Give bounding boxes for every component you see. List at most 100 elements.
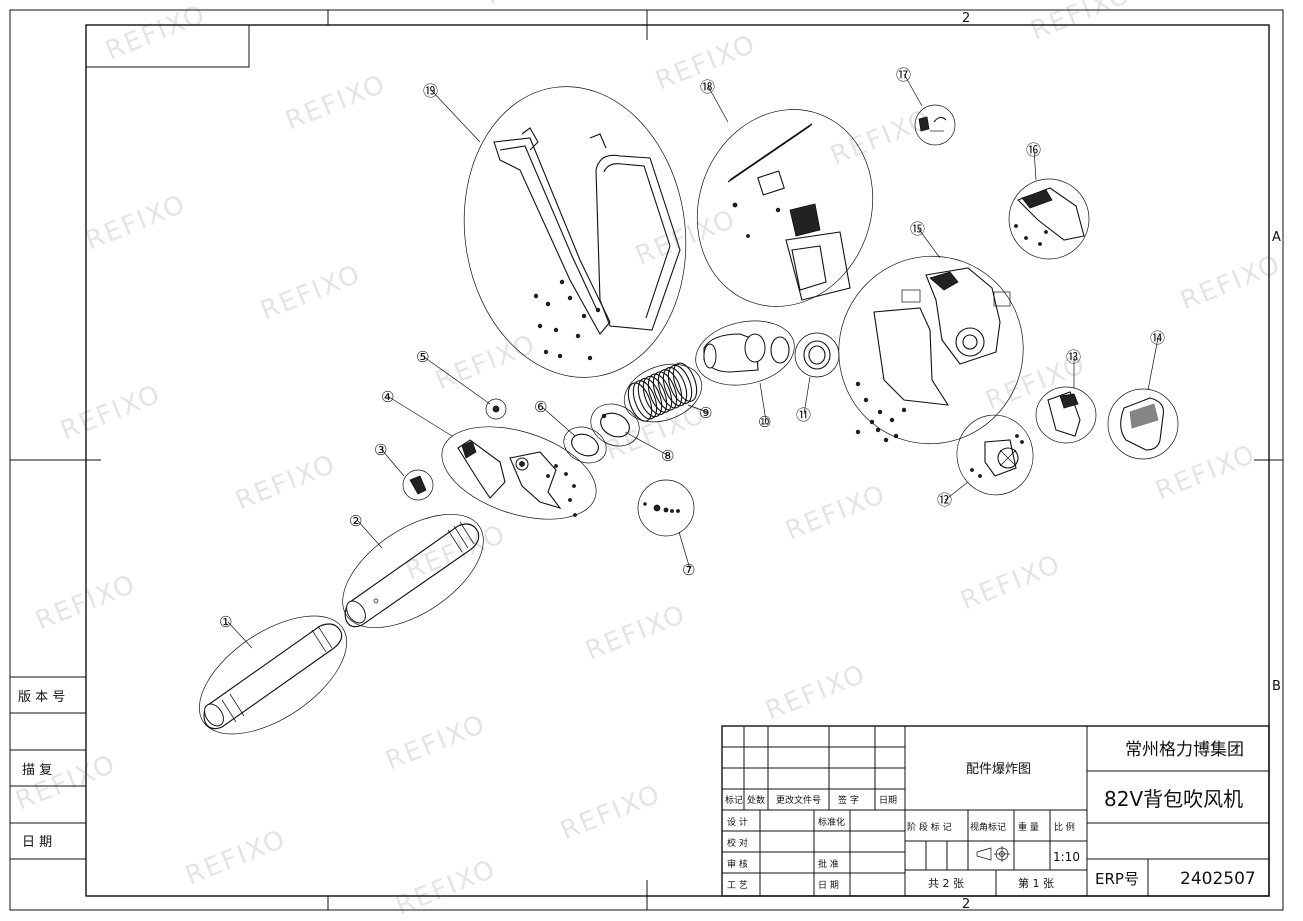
watermark-text: REFIXO xyxy=(281,69,390,136)
drawing-title: 配件爆炸图 xyxy=(966,762,1031,777)
rev-header-count: 处数 xyxy=(747,794,765,806)
screw-dot xyxy=(543,349,549,355)
part-16-cover xyxy=(1008,178,1090,260)
callout-6: ⑥ xyxy=(534,398,547,416)
watermark-text: REFIXO xyxy=(781,479,890,546)
part-1-nozzle xyxy=(198,615,348,735)
screw-dot xyxy=(595,307,601,313)
watermark-text: REFIXO xyxy=(431,329,540,396)
callout-9: ⑨ xyxy=(699,404,712,422)
screw-dot xyxy=(581,313,587,319)
outer-border xyxy=(9,9,1284,911)
bellows-ring xyxy=(667,364,693,405)
sign-date: 日 期 xyxy=(818,880,839,891)
watermark-text: REFIXO xyxy=(956,549,1065,616)
screw-dot xyxy=(877,409,883,415)
part-5-knob xyxy=(485,398,507,420)
zone-label-b: B xyxy=(1272,679,1281,694)
sheets-total: 共 2 张 xyxy=(928,877,964,890)
scale-header: 比 例 xyxy=(1054,821,1075,833)
view-header: 视角标记 xyxy=(970,821,1006,833)
screw-dot xyxy=(869,419,875,425)
watermark-text: REFIXO xyxy=(556,779,665,846)
part-19-frame xyxy=(463,86,687,378)
date-label: 日 期 xyxy=(22,835,52,850)
callout-labels: ① ② ③ ④ ⑤ ⑥ ⑦ ⑧ ⑨ ⑩ ⑪ ⑫ ⑬ ⑭ ⑮ ⑯ ⑰ ⑱ ⑲ xyxy=(219,66,1165,631)
bellows-ring xyxy=(662,366,688,407)
erp-number: 2402507 xyxy=(1180,869,1256,889)
version-label: 版 本 号 xyxy=(18,690,65,705)
screw-dot xyxy=(855,429,861,435)
bellows-ring xyxy=(642,375,668,416)
watermark-text: REFIXO xyxy=(581,599,690,666)
sign-approve: 批 准 xyxy=(818,858,839,870)
zone-label-bottom: 2 xyxy=(962,897,970,912)
part-9-bellows xyxy=(623,362,703,423)
bellows-ring xyxy=(652,371,678,411)
watermark-text: REFIXO xyxy=(391,854,500,921)
part-11-adapter xyxy=(794,332,840,378)
watermark-text: REFIXO xyxy=(601,399,710,466)
part-13-bracket xyxy=(1035,386,1097,444)
sign-standard: 标准化 xyxy=(818,816,845,828)
part-15-housing xyxy=(838,255,1024,445)
callout-14: ⑭ xyxy=(1150,329,1165,347)
watermark-text: REFIXO xyxy=(81,189,190,256)
rev-header-date: 日期 xyxy=(879,795,897,806)
inner-border xyxy=(85,24,1270,897)
rev-header-mark: 标记 xyxy=(725,794,743,806)
callout-18: ⑱ xyxy=(700,78,715,96)
screw-dot xyxy=(587,355,593,361)
part-4-handle xyxy=(441,426,597,520)
scale-value: 1:10 xyxy=(1053,850,1080,864)
company-name: 常州格力博集团 xyxy=(1125,740,1244,760)
bellows-ring xyxy=(637,377,663,418)
part-10-elbow xyxy=(695,320,795,386)
part-14-filter xyxy=(1107,388,1179,460)
screw-dot xyxy=(855,381,861,387)
watermark-layer: REFIXO REFIXO REFIXO REFIXO REFIXO REFIXO REFI… xyxy=(11,0,1285,921)
rev-header-doc: 更改文件号 xyxy=(776,794,821,806)
screw-dot xyxy=(553,327,559,333)
screw-dot xyxy=(893,433,899,439)
screw-dot xyxy=(533,293,539,299)
screw-dot xyxy=(901,407,907,413)
bellows-ring xyxy=(627,382,653,422)
part-6-ring xyxy=(563,426,607,464)
zone-label-a: A xyxy=(1272,230,1281,245)
projection-symbol-icon xyxy=(976,846,1010,862)
watermark-text: REFIXO xyxy=(1026,0,1135,46)
callout-13: ⑬ xyxy=(1066,348,1081,366)
screw-dot xyxy=(575,333,581,339)
screw-dot xyxy=(567,295,573,301)
screw-dot xyxy=(863,397,869,403)
trace-label: 描 复 xyxy=(22,763,52,778)
sign-process: 工 艺 xyxy=(727,880,748,891)
callout-7: ⑦ xyxy=(682,561,695,579)
stage-header: 阶 段 标 记 xyxy=(907,821,952,833)
watermark-text: REFIXO xyxy=(181,824,290,891)
erp-label: ERP号 xyxy=(1095,870,1139,888)
watermark-text: REFIXO xyxy=(256,259,365,326)
callout-17: ⑰ xyxy=(896,66,911,84)
watermark-text: REFIXO xyxy=(11,749,120,816)
part-8-clamp xyxy=(590,403,640,447)
leader-lines xyxy=(227,73,1159,649)
bellows-ring xyxy=(632,380,658,420)
part-3-clip xyxy=(402,469,434,501)
callout-10: ⑩ xyxy=(758,413,771,431)
weight-header: 重 量 xyxy=(1018,821,1039,833)
callout-15: ⑮ xyxy=(910,220,925,238)
left-info-strip: 版 本 号 描 复 日 期 xyxy=(10,676,86,860)
callout-5: ⑤ xyxy=(416,348,429,366)
callout-2: ② xyxy=(349,512,362,530)
screw-dot xyxy=(537,323,543,329)
callout-11: ⑪ xyxy=(796,406,811,424)
watermark-text: REFIXO xyxy=(381,709,490,776)
callout-12: ⑫ xyxy=(937,491,952,509)
watermark-text: REFIXO xyxy=(56,379,165,446)
callout-8: ⑧ xyxy=(661,447,674,465)
part-7-screws xyxy=(637,479,695,537)
part-18-battery xyxy=(696,109,874,307)
